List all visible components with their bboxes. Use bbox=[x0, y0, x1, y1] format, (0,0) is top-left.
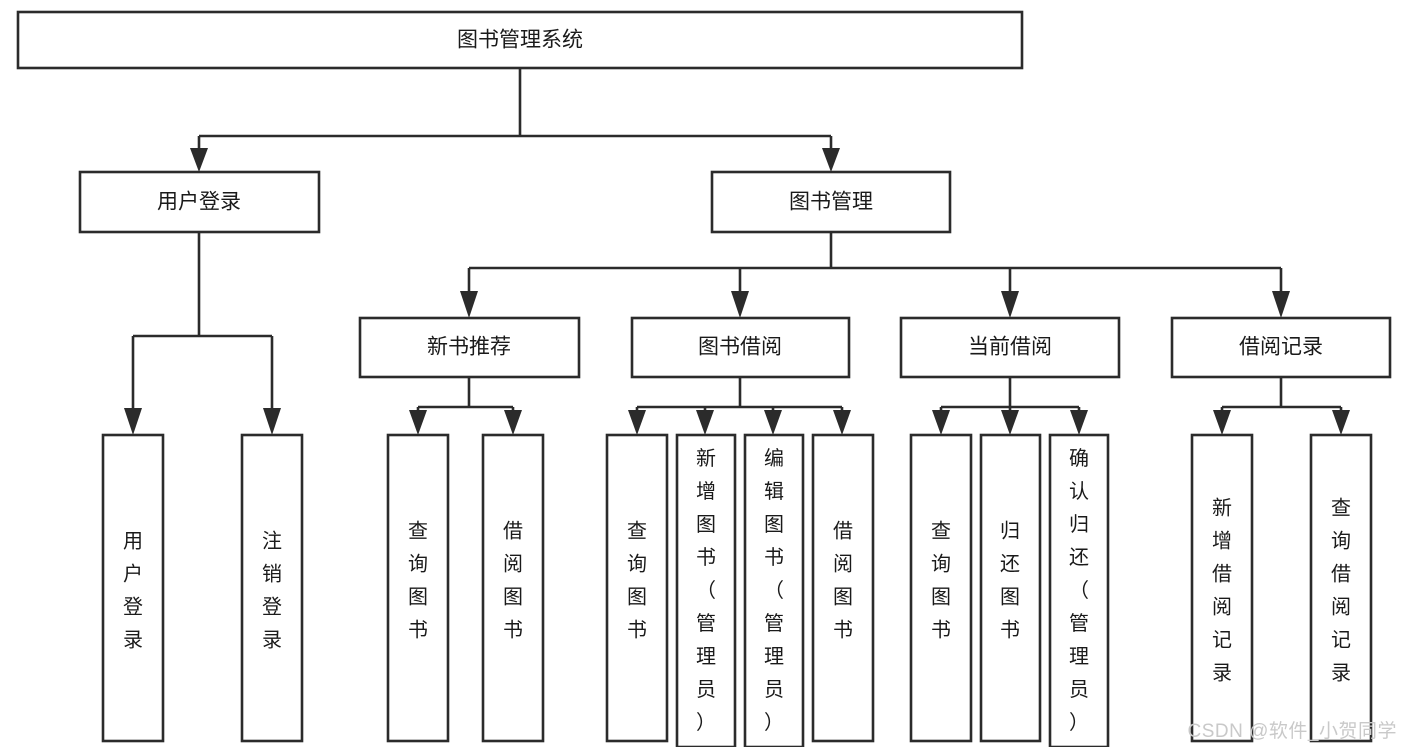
arrow-head-leaf-user-login bbox=[124, 408, 142, 435]
arrow-head-current-borrow bbox=[1001, 291, 1019, 318]
leaf-node-newbook-query-label: 查询图书 bbox=[408, 520, 428, 642]
node-root-system-box[interactable] bbox=[16, 10, 1024, 70]
leaf-node-currentborrow-query-label: 查询图书 bbox=[931, 520, 951, 642]
node-user-login-label: 用户登录 bbox=[157, 191, 241, 214]
node-book-borrow-label: 图书借阅 bbox=[698, 336, 782, 359]
leaf-node-newbook-borrow-label: 借阅图书 bbox=[503, 520, 523, 642]
arrow-head-leaf-logout bbox=[263, 408, 281, 435]
leaf-node-user-login-logout[interactable]: 注销登录 bbox=[240, 433, 304, 743]
leaf-node-bookborrow-query[interactable]: 查询图书 bbox=[605, 433, 669, 743]
leaf-node-currentborrow-confirm-box[interactable] bbox=[1048, 433, 1110, 747]
leaf-node-bookborrow-query-box[interactable] bbox=[605, 433, 669, 743]
leaf-node-newbook-query-box[interactable] bbox=[386, 433, 450, 743]
leaf-node-borrowrecord-add-box[interactable] bbox=[1190, 433, 1254, 743]
node-book-borrow[interactable]: 图书借阅 bbox=[630, 316, 851, 379]
node-borrow-record-box[interactable] bbox=[1170, 316, 1392, 379]
arrow-head-leaf-cb-1 bbox=[932, 410, 950, 435]
leaf-node-borrowrecord-add[interactable]: 新增借阅记录 bbox=[1190, 433, 1254, 743]
arrow-head-leaf-br-1 bbox=[1213, 410, 1231, 435]
leaf-node-currentborrow-query-box[interactable] bbox=[909, 433, 973, 743]
leaf-node-user-login-login-label: 用户登录 bbox=[123, 531, 143, 652]
leaf-node-bookborrow-add-label: 新增图书（管理员） bbox=[696, 447, 716, 734]
node-user-login-box[interactable] bbox=[78, 170, 321, 234]
leaf-node-currentborrow-return-label: 归还图书 bbox=[1000, 520, 1020, 642]
arrow-head-leaf-nb-2 bbox=[504, 410, 522, 435]
leaf-node-currentborrow-return-box[interactable] bbox=[979, 433, 1042, 743]
arrow-head-leaf-nb-1 bbox=[409, 410, 427, 435]
leaf-node-borrowrecord-add-label: 新增借阅记录 bbox=[1212, 497, 1232, 685]
arrow-head-leaf-cb-2 bbox=[1001, 410, 1019, 435]
csdn-watermark: CSDN @软件_小贺同学 bbox=[1187, 721, 1397, 742]
node-borrow-record-label: 借阅记录 bbox=[1239, 336, 1323, 359]
arrow-head-leaf-bb-2 bbox=[696, 410, 714, 435]
node-book-borrow-box[interactable] bbox=[630, 316, 851, 379]
leaf-node-currentborrow-confirm-label: 确认归还（管理员） bbox=[1069, 447, 1089, 734]
arrow-head-new-book bbox=[460, 291, 478, 318]
leaf-node-currentborrow-query[interactable]: 查询图书 bbox=[909, 433, 973, 743]
leaf-node-currentborrow-return[interactable]: 归还图书 bbox=[979, 433, 1042, 743]
arrow-head-leaf-br-2 bbox=[1332, 410, 1350, 435]
node-borrow-record[interactable]: 借阅记录 bbox=[1170, 316, 1392, 379]
node-book-manage-label: 图书管理 bbox=[789, 191, 873, 214]
leaf-node-bookborrow-add[interactable]: 新增图书（管理员） bbox=[675, 433, 737, 747]
connectors-layer bbox=[124, 68, 1350, 435]
leaf-node-user-login-login[interactable]: 用户登录 bbox=[101, 433, 165, 743]
leaf-node-bookborrow-query-label: 查询图书 bbox=[627, 520, 647, 642]
leaf-node-newbook-borrow[interactable]: 借阅图书 bbox=[481, 433, 545, 743]
node-new-book-recommend[interactable]: 新书推荐 bbox=[358, 316, 581, 379]
arrow-head-book-manage bbox=[822, 148, 840, 172]
leaf-node-user-login-logout-box[interactable] bbox=[240, 433, 304, 743]
leaf-node-bookborrow-add-box[interactable] bbox=[675, 433, 737, 747]
leaf-node-user-login-login-box[interactable] bbox=[101, 433, 165, 743]
node-current-borrow[interactable]: 当前借阅 bbox=[899, 316, 1121, 379]
leaf-node-borrowrecord-query-box[interactable] bbox=[1309, 433, 1373, 743]
leaf-node-bookborrow-borrow[interactable]: 借阅图书 bbox=[811, 433, 875, 743]
arrow-head-leaf-bb-4 bbox=[833, 410, 851, 435]
leaf-node-user-login-logout-label: 注销登录 bbox=[262, 530, 282, 652]
leaf-node-bookborrow-edit-box[interactable] bbox=[743, 433, 805, 747]
node-root-system[interactable]: 图书管理系统 bbox=[16, 10, 1024, 70]
leaf-node-borrowrecord-query[interactable]: 查询借阅记录 bbox=[1309, 433, 1373, 743]
node-user-login[interactable]: 用户登录 bbox=[78, 170, 321, 234]
leaf-node-bookborrow-edit-label: 编辑图书（管理员） bbox=[764, 447, 784, 734]
leaf-node-bookborrow-edit[interactable]: 编辑图书（管理员） bbox=[743, 433, 805, 747]
arrow-head-borrow-record bbox=[1272, 291, 1290, 318]
node-new-book-recommend-box[interactable] bbox=[358, 316, 581, 379]
node-current-borrow-box[interactable] bbox=[899, 316, 1121, 379]
node-book-manage-box[interactable] bbox=[710, 170, 952, 234]
leaf-node-newbook-borrow-box[interactable] bbox=[481, 433, 545, 743]
node-root-system-label: 图书管理系统 bbox=[457, 29, 583, 52]
node-new-book-recommend-label: 新书推荐 bbox=[427, 336, 511, 359]
node-current-borrow-label: 当前借阅 bbox=[968, 336, 1052, 359]
leaf-node-borrowrecord-query-label: 查询借阅记录 bbox=[1331, 497, 1351, 685]
arrow-head-leaf-cb-3 bbox=[1070, 410, 1088, 435]
arrow-head-leaf-bb-3 bbox=[764, 410, 782, 435]
leaf-node-newbook-query[interactable]: 查询图书 bbox=[386, 433, 450, 743]
arrow-head-user-login bbox=[190, 148, 208, 172]
arrow-head-book-borrow bbox=[731, 291, 749, 318]
leaf-node-bookborrow-borrow-box[interactable] bbox=[811, 433, 875, 743]
leaf-node-currentborrow-confirm[interactable]: 确认归还（管理员） bbox=[1048, 433, 1110, 747]
leaf-node-bookborrow-borrow-label: 借阅图书 bbox=[833, 520, 853, 642]
node-book-manage[interactable]: 图书管理 bbox=[710, 170, 952, 234]
arrow-head-leaf-bb-1 bbox=[628, 410, 646, 435]
